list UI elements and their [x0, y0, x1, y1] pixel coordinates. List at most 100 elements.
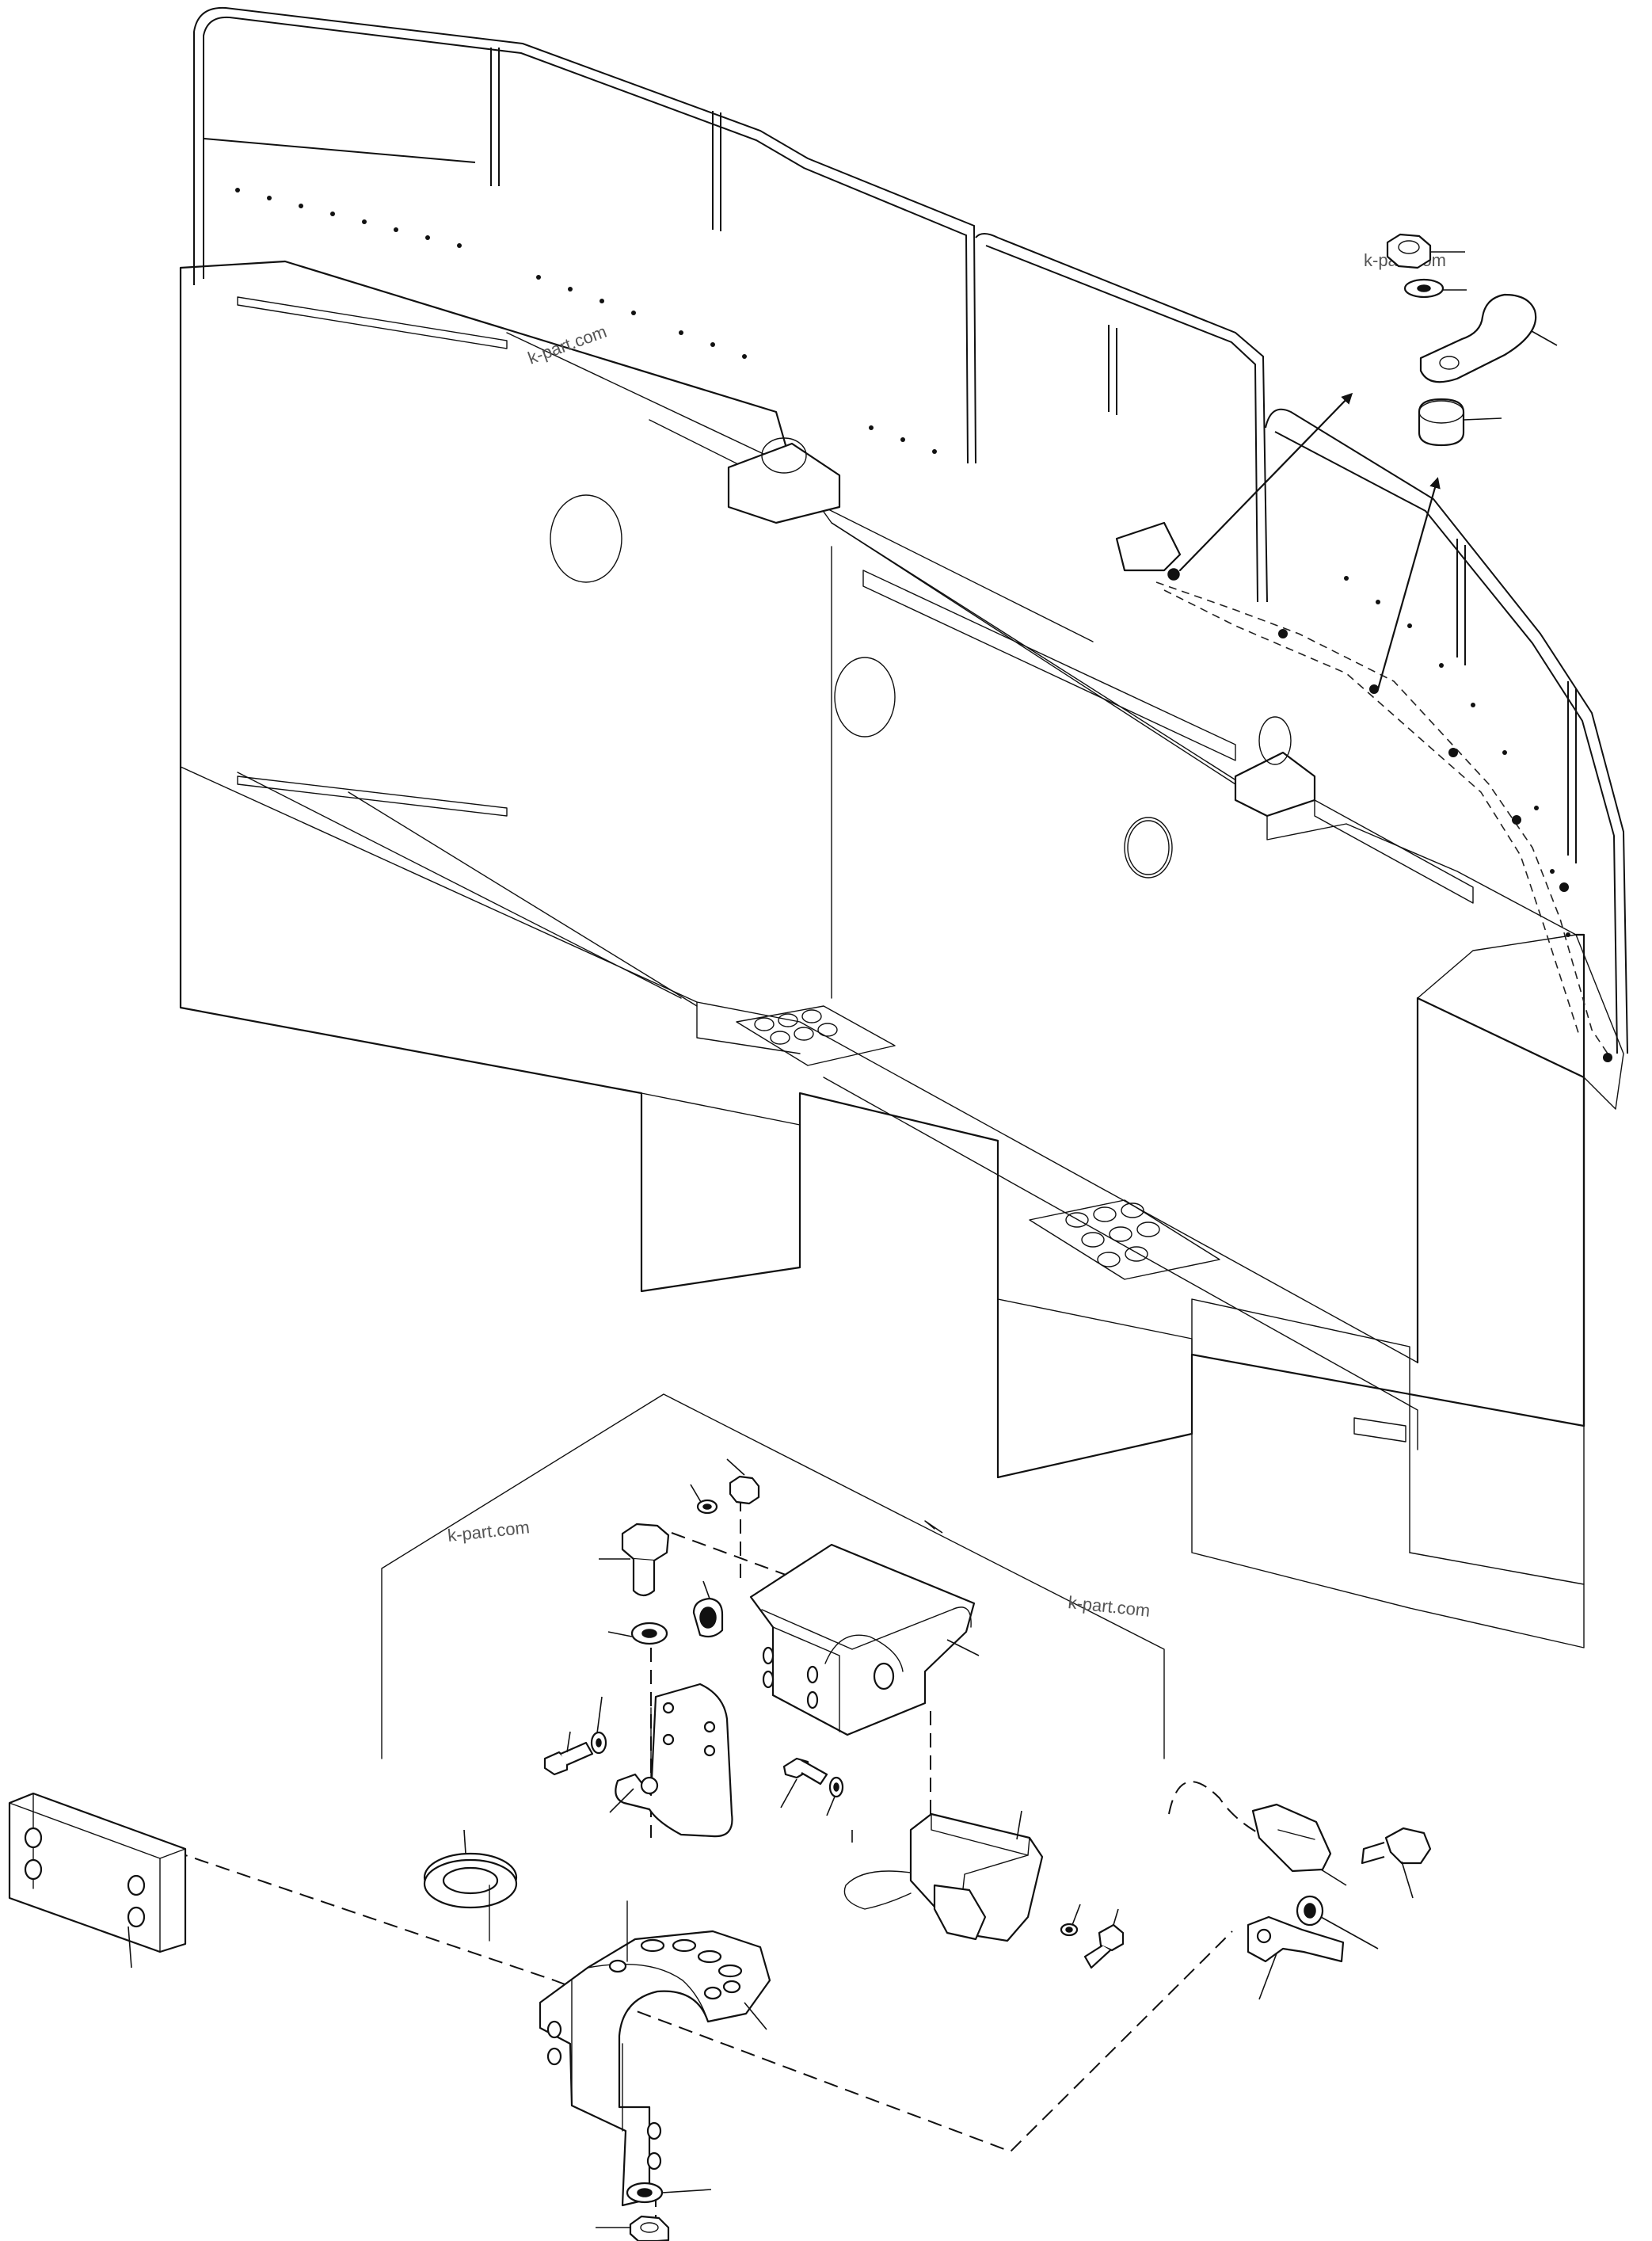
- frame-left-body: [179, 266, 1585, 1479]
- frame-bottom-right: [1409, 1584, 1585, 1648]
- frame-step-inner: [641, 1092, 801, 1276]
- bracket-hole-1: [662, 1702, 675, 1714]
- deck-line-1: [180, 766, 1418, 1363]
- nut-bottom: [629, 2215, 670, 2241]
- leader-angle-bracket: [609, 1788, 634, 1813]
- angle-bracket: [615, 1683, 733, 1838]
- handrail: [193, 6, 1628, 1054]
- switch-head-top: [1167, 568, 1180, 581]
- opening-left: [550, 494, 622, 583]
- p-clamp: [1419, 293, 1537, 383]
- arrow-to-spacer: [1376, 477, 1441, 691]
- cover-hole-3: [806, 1665, 819, 1684]
- plate-hole-1: [24, 1827, 43, 1849]
- plate-hole-2: [24, 1858, 43, 1881]
- cover-hole-4: [806, 1690, 819, 1709]
- grommet-large-inner: [442, 1866, 499, 1895]
- detail-nut-top: [729, 1475, 760, 1505]
- leader-frame: [924, 1520, 943, 1534]
- deck-plate-center-holes: [754, 1009, 838, 1045]
- frame-assembly: k-part.com: [179, 6, 1628, 1648]
- upper-channel-2: [649, 419, 1094, 642]
- leader-banjo-bolt: [1401, 1861, 1414, 1899]
- cover-housing: [749, 1543, 976, 1736]
- tie-down-eye-left-hole: [761, 437, 807, 474]
- u-bracket-hole-9: [546, 2047, 562, 2066]
- frame-notch-3: [1191, 1298, 1410, 1553]
- rivet-dots: [235, 188, 1612, 1062]
- u-bracket-hole-11: [646, 2151, 662, 2170]
- leader-u-bracket: [744, 2002, 767, 2030]
- solenoid-connector: [933, 1884, 987, 1941]
- banjo-bolt-head: [1384, 1827, 1432, 1865]
- hex-bolt-main: [621, 1523, 670, 1562]
- top-right-detail: k-part.com: [1364, 233, 1558, 447]
- watermark-detail-right: k-part.com: [1067, 1592, 1151, 1621]
- right-panel: [1416, 997, 1585, 1427]
- u-bracket-hole-7: [608, 1959, 627, 1973]
- u-bracket-hole-8: [546, 2020, 562, 2039]
- connector-plug: [1251, 1803, 1332, 1873]
- leader-spacer: [1463, 417, 1502, 421]
- leader-detail-washer-top: [690, 1484, 702, 1503]
- deck-line-4: [799, 1092, 999, 1141]
- cover-hole-2: [762, 1670, 775, 1689]
- small-bolt-left-shank: [560, 1741, 594, 1767]
- cover-fold: [761, 1606, 972, 1650]
- spacer: [1418, 398, 1465, 447]
- deck-line-5: [823, 1077, 1418, 1450]
- cover-side-hole: [873, 1662, 895, 1690]
- leader-mounting-plate: [128, 1926, 132, 1968]
- leader-washer-solenoid: [1072, 1904, 1081, 1926]
- watermark-detail-left: k-part.com: [447, 1517, 531, 1545]
- bracket-hole-2: [662, 1733, 675, 1746]
- leader-detail-nut-top: [726, 1458, 745, 1476]
- cover-hole-1: [762, 1646, 775, 1665]
- opening-right: [1124, 817, 1173, 878]
- u-bracket-hole-5: [703, 1986, 722, 2000]
- u-bracket-hole-6: [722, 1980, 741, 1994]
- tie-down-eye-right-hole: [1258, 716, 1292, 765]
- u-bracket-hole-2: [672, 1938, 697, 1953]
- upper-channel: [237, 296, 508, 349]
- u-bracket-hole-3: [697, 1949, 722, 1964]
- deck-line-3: [696, 1001, 801, 1054]
- leader-small-washer-right: [826, 1796, 836, 1816]
- connector-plug-line: [1277, 1829, 1315, 1840]
- bracket-clip-hole: [1256, 1928, 1272, 1944]
- hex-nut-top-hole: [1398, 240, 1420, 254]
- inner-wall-top: [791, 467, 1268, 801]
- bracket-hole-4: [703, 1744, 716, 1757]
- hex-bolt-shank: [632, 1559, 656, 1597]
- u-bracket-hole-4: [718, 1964, 743, 1978]
- deck-line-2: [237, 772, 682, 999]
- detail-frame: [381, 1393, 1165, 1759]
- frame-notch-2: [997, 1298, 1193, 1435]
- solenoid-face: [931, 1813, 1030, 1856]
- plate-hole-4: [127, 1906, 146, 1928]
- leader-small-bolt-right: [780, 1778, 797, 1808]
- hex-nut-top: [1386, 233, 1432, 269]
- tie-down-eye-right: [1234, 751, 1316, 818]
- tie-down-eye-left: [727, 442, 841, 524]
- nameplate: [1353, 1417, 1406, 1443]
- arrow-to-clamp: [1178, 392, 1353, 572]
- bracket-hole-5: [640, 1776, 659, 1795]
- u-bracket-hole-1: [640, 1938, 665, 1953]
- leader-connector: [1320, 1869, 1347, 1886]
- small-bolt-right-shank: [801, 1759, 828, 1786]
- p-clamp-hole: [1439, 356, 1460, 370]
- cover-face: [772, 1626, 840, 1732]
- frame-lower-right: [1191, 1425, 1585, 1609]
- small-bolt-left: [543, 1751, 569, 1776]
- leader-p-clamp: [1531, 330, 1558, 346]
- frame-top-edge: [179, 260, 794, 469]
- cover-slot: [824, 1634, 904, 1672]
- leader-small-washer-left: [596, 1696, 603, 1734]
- leader-bolt-solenoid: [1113, 1908, 1119, 1926]
- washer-top-hole: [1417, 284, 1431, 292]
- deck-plate-right: [1029, 1199, 1220, 1280]
- centerline-6: [554, 1930, 1233, 2153]
- leader-washer-main: [607, 1631, 633, 1637]
